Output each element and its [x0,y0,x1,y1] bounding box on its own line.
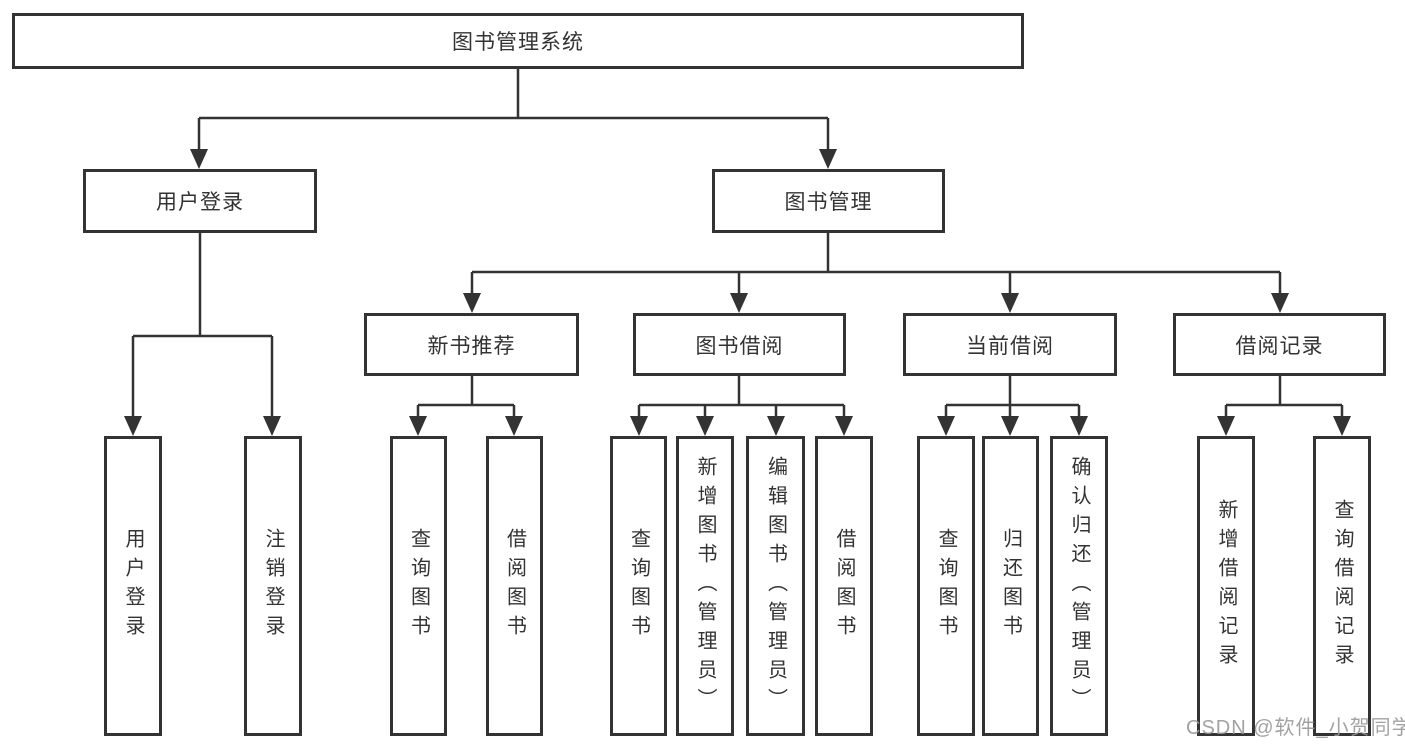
leaf-query-books-current: 查询图书 [917,436,975,736]
node-book-management-section: 图书管理 [712,169,945,233]
node-book-borrowing: 图书借阅 [633,313,846,376]
leaf-query-borrow-record-label: 查询借阅记录 [1331,499,1353,673]
leaf-borrow-books: 借阅图书 [815,436,873,736]
node-borrowing-records-label: 借阅记录 [1235,334,1324,358]
node-book-borrowing-label: 图书借阅 [695,334,784,358]
leaf-confirm-return-admin-label: 确认归还（管理员） [1068,455,1090,717]
leaf-query-books-recommend: 查询图书 [390,436,447,736]
leaf-query-books-current-label: 查询图书 [935,528,957,644]
leaf-query-books-borrow: 查询图书 [610,436,667,736]
node-new-book-recommend: 新书推荐 [364,313,579,376]
leaf-logout-label: 注销登录 [262,528,284,644]
leaf-return-book-label: 归还图书 [999,528,1022,644]
leaf-borrow-books-label: 借阅图书 [833,528,855,644]
node-current-borrowing-label: 当前借阅 [966,334,1054,358]
node-borrowing-records: 借阅记录 [1173,313,1386,376]
leaf-user-login-label: 用户登录 [122,528,144,644]
leaf-add-borrow-record-label: 新增借阅记录 [1215,499,1237,673]
leaf-confirm-return-admin: 确认归还（管理员） [1050,436,1108,736]
leaf-query-books-recommend-label: 查询图书 [407,528,430,644]
leaf-logout: 注销登录 [244,436,302,736]
node-current-borrowing: 当前借阅 [903,313,1117,376]
node-root-system: 图书管理系统 [12,13,1024,69]
leaf-user-login: 用户登录 [104,436,162,736]
leaf-query-borrow-record: 查询借阅记录 [1313,436,1371,736]
csdn-watermark: CSDN @软件_小贺同学 [1186,717,1405,739]
node-user-login-section: 用户登录 [83,169,317,233]
leaf-borrow-books-recommend: 借阅图书 [486,436,543,736]
leaf-borrow-books-recommend-label: 借阅图书 [503,528,526,644]
leaf-add-book-admin-label: 新增图书（管理员） [694,455,716,717]
leaf-return-book: 归还图书 [982,436,1039,736]
node-new-book-recommend-label: 新书推荐 [427,334,516,358]
leaf-edit-book-admin: 编辑图书（管理员） [746,436,805,736]
node-root-system-label: 图书管理系统 [452,31,584,54]
leaf-add-book-admin: 新增图书（管理员） [676,436,734,736]
node-book-management-section-label: 图书管理 [784,191,873,214]
leaf-add-borrow-record: 新增借阅记录 [1197,436,1255,736]
leaf-edit-book-admin-label: 编辑图书（管理员） [764,455,787,717]
leaf-query-books-borrow-label: 查询图书 [627,528,650,644]
node-user-login-section-label: 用户登录 [156,191,244,214]
